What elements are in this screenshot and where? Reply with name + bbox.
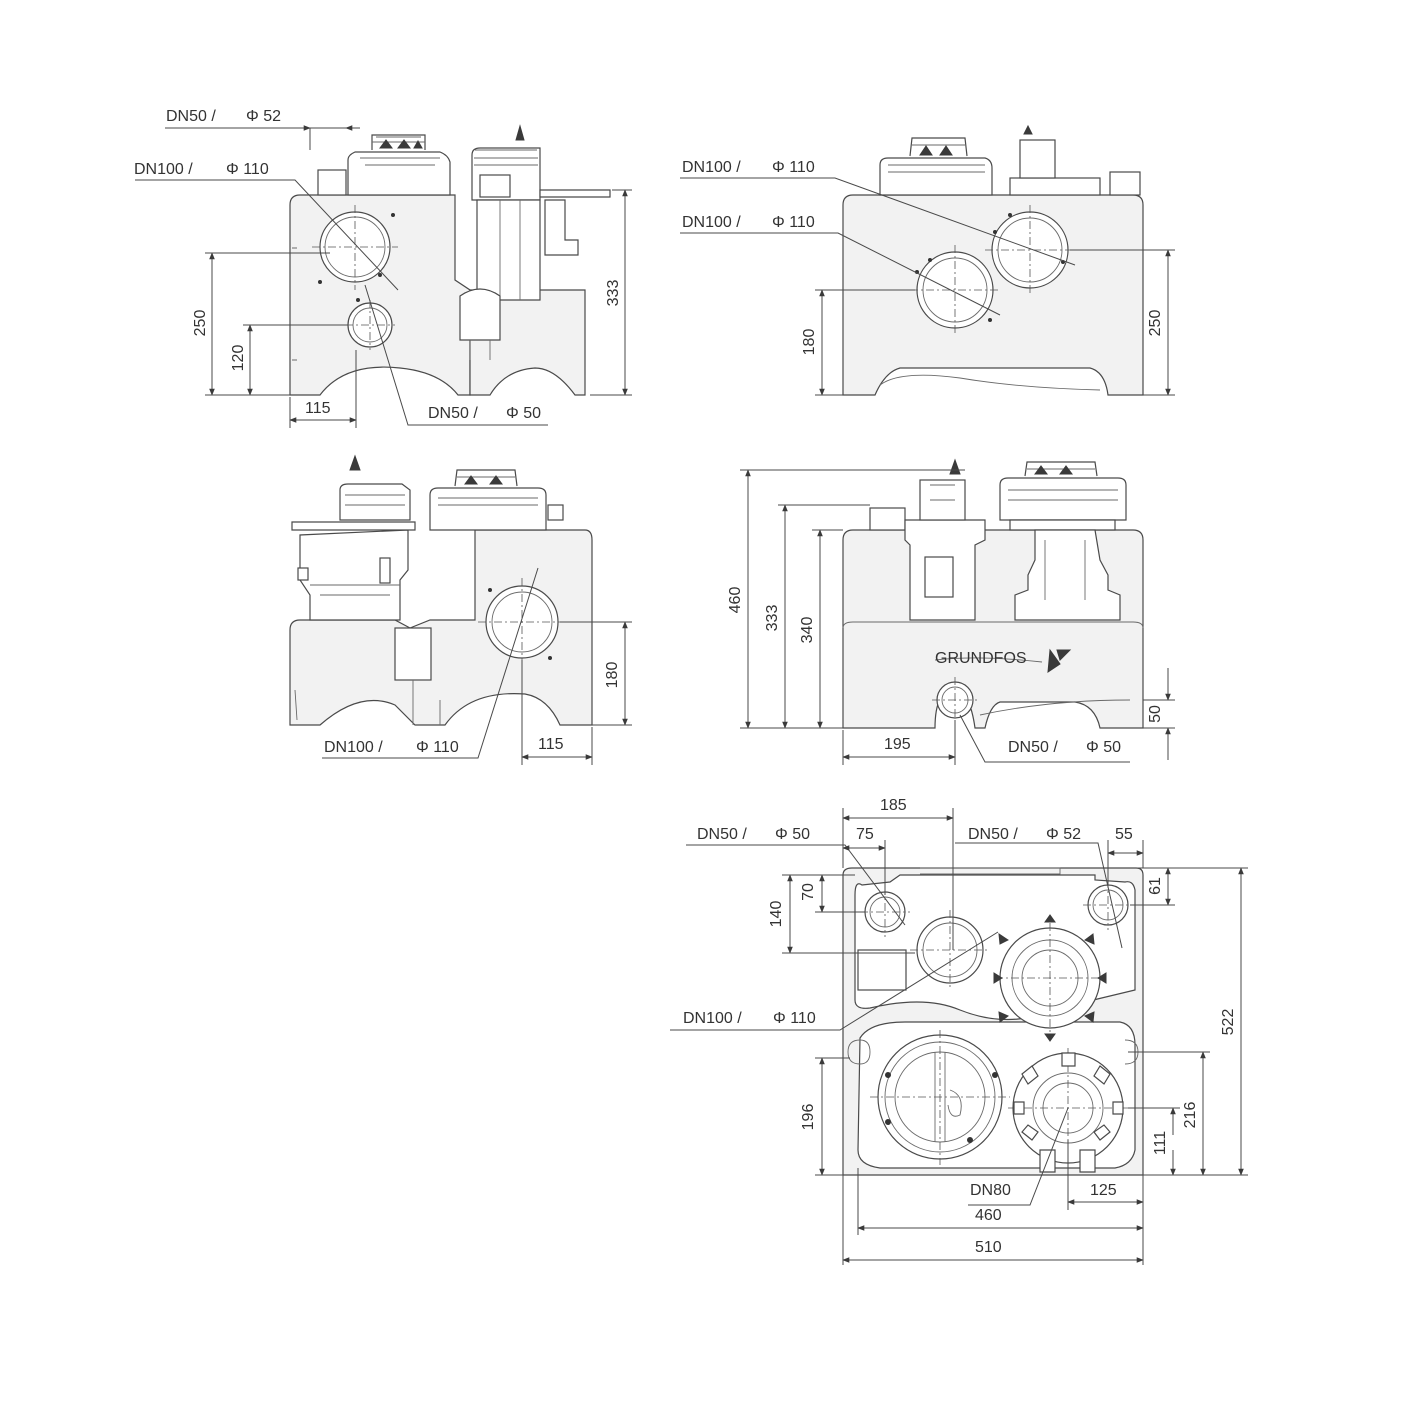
dim-75-v5: 75 (856, 826, 874, 843)
dim-61-v5: 61 (1147, 877, 1164, 895)
dim-250-v1: 250 (192, 310, 209, 337)
logo-brand: GRUNDFOS (935, 650, 1027, 667)
dim-115-v3: 115 (538, 736, 564, 753)
label-phi50-v4: Φ 50 (1086, 739, 1121, 756)
label-phi110-v2a: Φ 110 (772, 159, 815, 176)
dim-333-v1: 333 (605, 280, 622, 307)
label-phi50-v5: Φ 50 (775, 826, 810, 843)
label-phi52-v1: Φ 52 (246, 108, 281, 125)
dim-70-v5: 70 (800, 883, 817, 901)
label-dn100-v3: DN100 / (324, 739, 383, 756)
dim-180-v3: 180 (604, 662, 621, 689)
label-dn50-v1: DN50 / (166, 108, 216, 125)
dim-55-v5: 55 (1115, 826, 1133, 843)
dim-120-v1: 120 (230, 345, 247, 372)
dim-196-v5: 196 (800, 1104, 817, 1131)
dim-185-v5: 185 (880, 797, 907, 814)
label-phi110-v2b: Φ 110 (772, 214, 815, 231)
label-dn50-v5a: DN50 / (697, 826, 747, 843)
dim-333-v4: 333 (764, 605, 781, 632)
label-dn50-v4: DN50 / (1008, 739, 1058, 756)
view-front (740, 458, 1175, 765)
view-back-right (680, 124, 1175, 396)
dim-115-v1: 115 (305, 400, 331, 417)
view-side-left (135, 124, 632, 428)
label-dn100-v5: DN100 / (683, 1010, 742, 1027)
dim-140-v5: 140 (768, 901, 785, 928)
view-top (670, 808, 1248, 1265)
label-dn100-v1: DN100 / (134, 161, 193, 178)
dim-340-v4: 340 (799, 617, 816, 644)
label-phi110-v5: Φ 110 (773, 1010, 816, 1027)
dim-510-v5: 510 (975, 1239, 1002, 1256)
label-dn50-v1b: DN50 / (428, 405, 478, 422)
dim-111-v5: 111 (1152, 1131, 1169, 1155)
label-phi110-v1: Φ 110 (226, 161, 269, 178)
view-side-right (289, 454, 632, 765)
label-dn50-v5b: DN50 / (968, 826, 1018, 843)
label-phi110-v3: Φ 110 (416, 739, 459, 756)
label-dn80-v5: DN80 (970, 1182, 1011, 1199)
dim-460-v5: 460 (975, 1207, 1002, 1224)
label-phi50-v1: Φ 50 (506, 405, 541, 422)
dim-216-v5: 216 (1182, 1102, 1199, 1129)
dim-460-v4: 460 (727, 587, 744, 614)
dim-180-v2: 180 (801, 329, 818, 356)
label-dn100-v2a: DN100 / (682, 159, 741, 176)
dim-250-v2: 250 (1147, 310, 1164, 337)
dim-195-v4: 195 (884, 736, 911, 753)
dim-125-v5: 125 (1090, 1182, 1117, 1199)
label-dn100-v2b: DN100 / (682, 214, 741, 231)
dim-522-v5: 522 (1220, 1009, 1237, 1036)
label-phi52-v5: Φ 52 (1046, 826, 1081, 843)
dim-50-v4: 50 (1147, 705, 1164, 723)
